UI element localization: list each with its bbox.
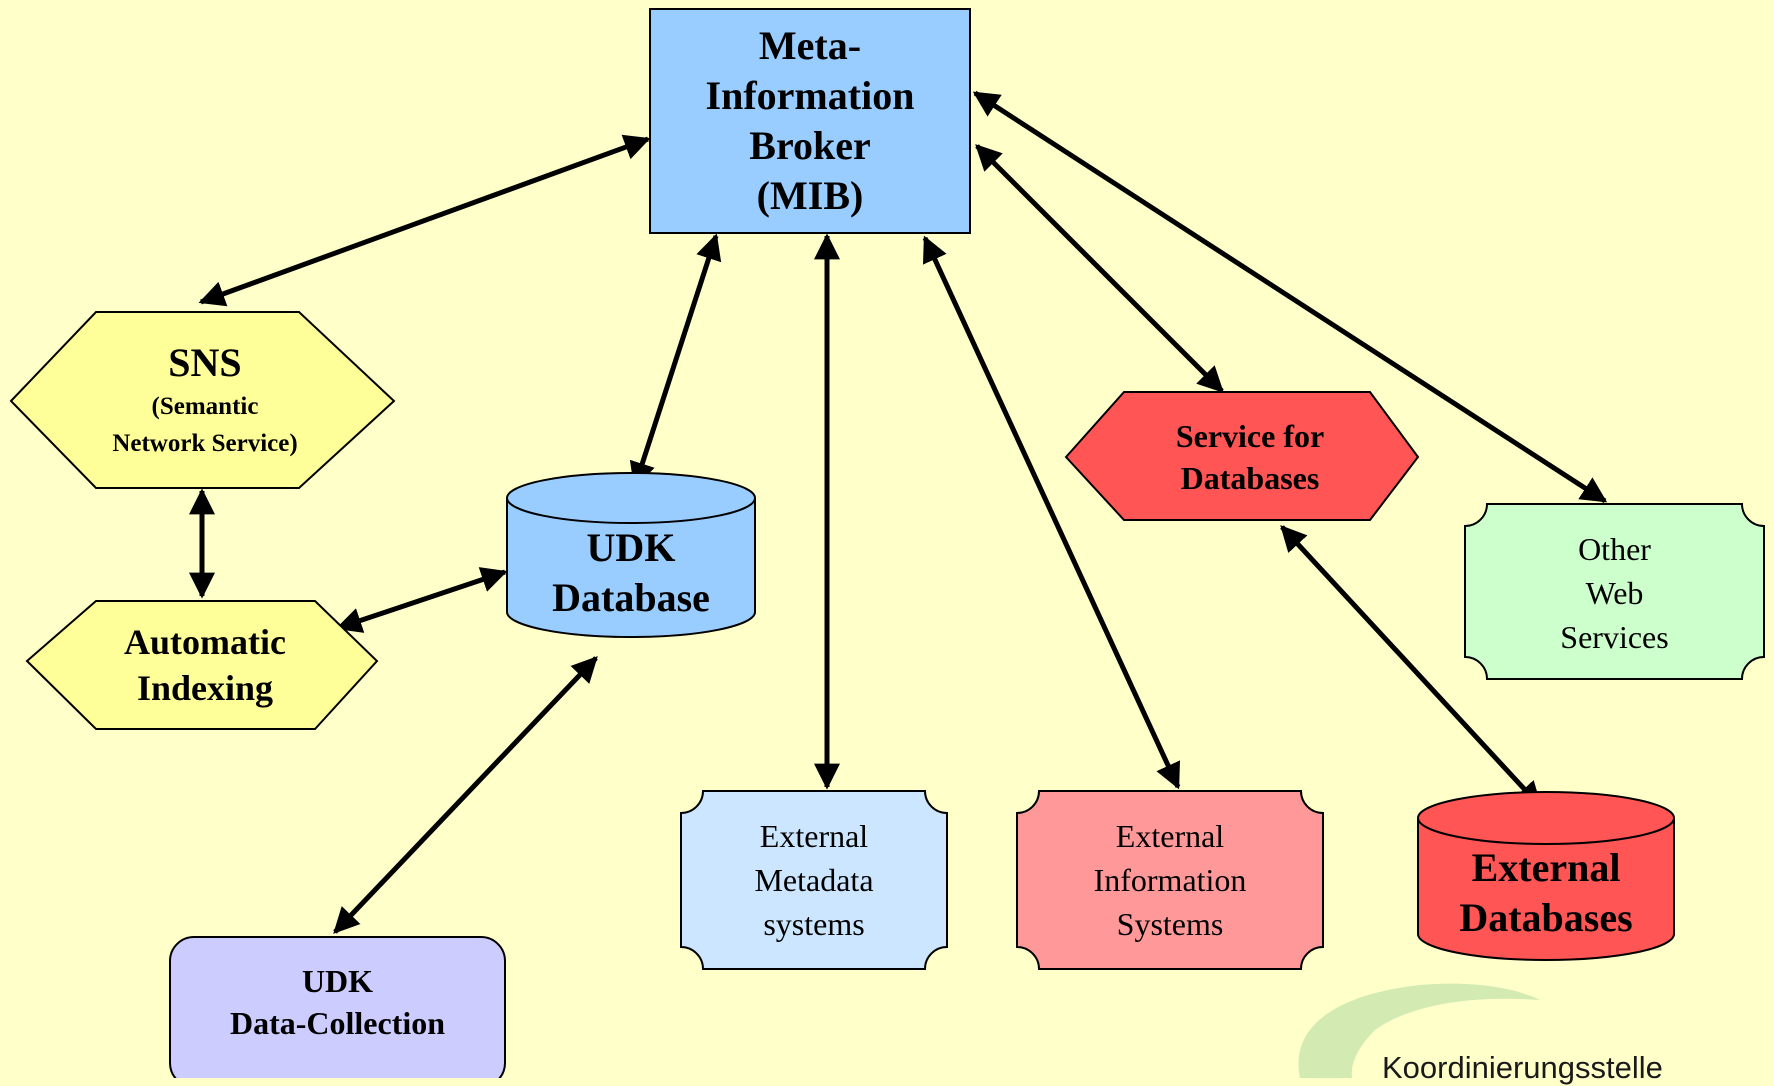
mib-label-line: (MIB) <box>756 173 864 218</box>
edge-mib-udk-database <box>629 233 722 489</box>
sns-label: SNS (Semantic Network Service) <box>60 320 350 480</box>
mib-label-line: Meta- <box>758 23 862 68</box>
sns-subtitle-line: Network Service) <box>112 430 298 457</box>
logo-swoosh-icon <box>1298 983 1540 1078</box>
service-for-databases-hexagon <box>1064 391 1420 521</box>
logo-text: Koordinierungsstelle <box>1382 1050 1663 1085</box>
sns-subtitle-line: (Semantic <box>151 393 259 420</box>
external-info-systems-shape <box>1016 790 1324 970</box>
edge-udk-database-data-collection <box>333 656 598 934</box>
external-metadata-shape <box>680 790 948 970</box>
udk-database-label-line: UDK <box>586 524 676 570</box>
mib-label: Meta- Information Broker (MIB) <box>650 9 970 233</box>
sns-hexagon <box>9 311 396 489</box>
udk-data-collection-label: UDK Data-Collection <box>170 952 505 1052</box>
edge-mib-external-info-systems <box>922 235 1181 790</box>
service-for-databases-label-line: Service for <box>1175 418 1325 454</box>
other-web-services-label-line: Web <box>1585 574 1644 611</box>
auto-indexing-label-line: Automatic <box>124 622 286 662</box>
udk-database-cylinder <box>506 472 756 638</box>
edge-service-external-databases <box>1280 525 1542 808</box>
edge-mib-service-for-databases <box>975 144 1224 393</box>
udk-database-label-line: Database <box>552 574 710 620</box>
auto-indexing-label: Automatic Indexing <box>60 605 350 725</box>
edge-mib-other-web-services <box>972 90 1608 504</box>
service-for-databases-label: Service for Databases <box>1100 402 1400 512</box>
mib-label-line: Information <box>705 73 915 118</box>
udk-data-collection-box <box>169 936 506 1078</box>
other-web-services-label: Other Web Services <box>1465 515 1764 670</box>
external-info-systems-label: External Information Systems <box>1017 800 1323 960</box>
edge-mib-sns <box>198 134 651 307</box>
auto-indexing-hexagon <box>25 600 379 730</box>
service-for-databases-label-line: Databases <box>1180 460 1320 496</box>
external-info-systems-label-line: Systems <box>1116 906 1224 942</box>
external-databases-label-line: External <box>1471 844 1621 890</box>
external-metadata-label-line: Metadata <box>754 862 874 898</box>
other-web-services-label-line: Services <box>1560 618 1669 655</box>
udk-database-label: UDK Database <box>507 520 755 625</box>
other-web-services-label-line: Other <box>1578 530 1651 567</box>
external-databases-cylinder <box>1417 791 1675 961</box>
external-info-systems-label-line: Information <box>1093 862 1247 898</box>
auto-indexing-label-line: Indexing <box>136 668 274 708</box>
external-metadata-label-line: systems <box>763 906 865 942</box>
mib-box <box>649 8 971 234</box>
external-metadata-label: External Metadata systems <box>681 800 947 960</box>
external-info-systems-label-line: External <box>1115 818 1225 854</box>
other-web-services-shape <box>1464 503 1765 680</box>
udk-data-collection-label-line: UDK <box>301 963 374 999</box>
edge-auto-indexing-udk-database <box>335 567 508 633</box>
external-metadata-label-line: External <box>759 818 869 854</box>
sns-title: SNS <box>168 340 242 385</box>
udk-data-collection-label-line: Data-Collection <box>229 1005 446 1041</box>
mib-label-line: Broker <box>749 123 871 168</box>
external-databases-label-line: Databases <box>1459 894 1633 940</box>
external-databases-label: External Databases <box>1418 840 1674 945</box>
